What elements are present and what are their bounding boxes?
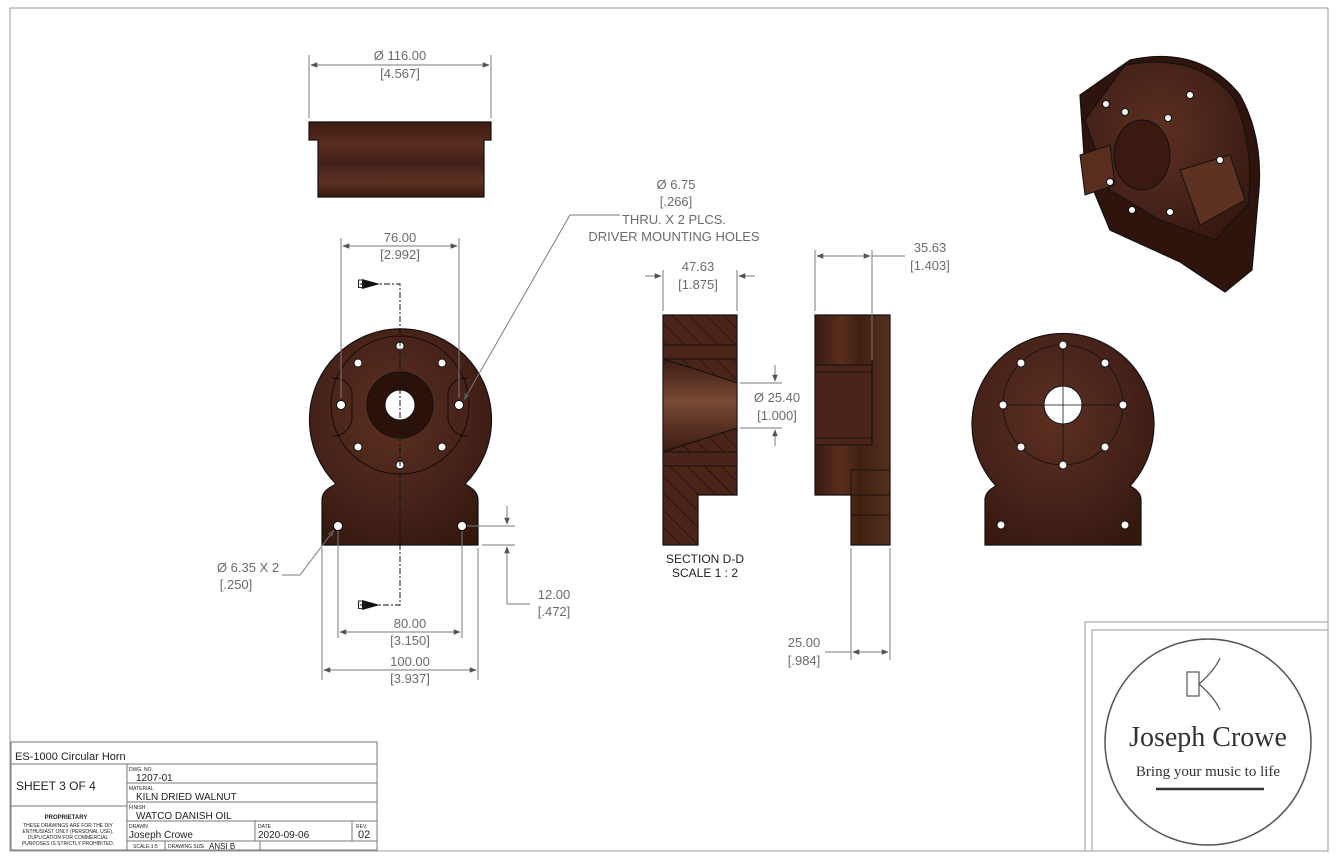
material: KILN DRIED WALNUT [136,792,237,803]
foot-height-dim-inch: [.472] [538,604,571,619]
proprietary-line-2: ENTHUSIAST ONLY (PERSONAL USE). [23,829,114,835]
section-label: SECTION D-D [666,552,744,566]
proprietary-line-1: THESE DRAWINGS ARE FOR THE DIY [23,823,113,829]
driver-hole-note-2: DRIVER MOUNTING HOLES [588,229,760,244]
hole-spacing-dim: 80.00 [394,616,427,631]
date-label: DATE [258,824,272,830]
dwg-no: 1207-01 [136,773,173,784]
mount-hole-dia-inch: [.250] [220,577,253,592]
mount-hole-dia: Ø 6.35 X 2 [217,560,279,575]
section-marker-bottom: D [357,598,366,612]
logo-name: Joseph Crowe [1129,722,1287,753]
top-view: Ø 116.00 [4.567] [308,48,492,198]
driver-hole-note-1: THRU. X 2 PLCS. [622,212,726,227]
section-view: 47.63 [1.875] Ø 25.40 [1.000] SECTION D-… [645,259,800,580]
foot-depth-dim-inch: [.984] [788,653,821,668]
throat-dia-dim: Ø 25.40 [754,390,800,405]
section-depth-dim-inch: [1.875] [678,277,718,292]
section-depth-dim: 47.63 [682,259,715,274]
sheet-number: SHEET 3 OF 4 [16,779,96,793]
drawing-size-label: DRAWING SIZE [168,844,205,850]
finish: WATCO DANISH OIL [136,811,232,822]
front-view: D D 76.00 [2.992] Ø 6.75 [.266] THRU. X … [217,177,760,686]
throat-dia-dim-inch: [1.000] [757,408,797,423]
drawing-title: ES-1000 Circular Horn [15,751,126,763]
drawing-date: 2020-09-06 [258,830,310,841]
hole-spacing-dim-inch: [3.150] [390,633,430,648]
logo-tagline: Bring your music to life [1136,764,1280,780]
rev-label: REV. [356,824,367,830]
logo-circle [1104,638,1312,846]
driver-hole-dia-inch: [.266] [660,194,693,209]
foot-height-dim: 12.00 [538,587,571,602]
side-depth-dim-inch: [1.403] [910,258,950,273]
drawn-label: DRAWN [129,824,148,830]
drawn-by: Joseph Crowe [129,830,193,841]
top-diameter-dim: Ø 116.00 [374,48,427,63]
side-depth-dim: 35.63 [914,240,947,255]
holes-width-dim: 76.00 [384,230,417,245]
driver-hole-dia: Ø 6.75 [656,177,695,192]
revision: 02 [358,829,370,841]
proprietary-line-3: DUPLICATION FOR COMMERCIAL [28,835,109,841]
proprietary-line-4: PURPOSES IS STRICTLY PROHIBITED. [22,841,114,847]
isometric-view [1079,55,1261,293]
top-diameter-dim-inch: [4.567] [380,66,420,81]
dwg-no-label: DWG. NO. [129,767,153,773]
proprietary-heading: PROPRIETARY [45,815,88,821]
sheet-border [9,7,1329,852]
finish-label: FINISH [129,805,146,811]
overall-width-dim: 100.00 [390,654,430,669]
scale-label: SCALE:1:5 [133,844,158,850]
overall-width-dim-inch: [3.937] [390,671,430,686]
section-marker-top: D [357,277,366,291]
back-view [971,332,1155,546]
drawing-size: ANSI B [209,842,235,851]
holes-width-dim-inch: [2.992] [380,247,420,262]
section-scale: SCALE 1 : 2 [672,566,738,580]
back-holes [996,340,1130,530]
foot-depth-dim: 25.00 [788,635,821,650]
side-view: 35.63 [1.403] 25.00 [.984] [788,240,950,668]
speaker-icon [1186,657,1221,711]
material-label: MATERIAL [129,786,154,792]
title-block: ES-1000 Circular Horn SHEET 3 OF 4 PROPR… [10,741,378,851]
logo-block: Joseph Crowe Bring your music to life [1084,621,1329,852]
